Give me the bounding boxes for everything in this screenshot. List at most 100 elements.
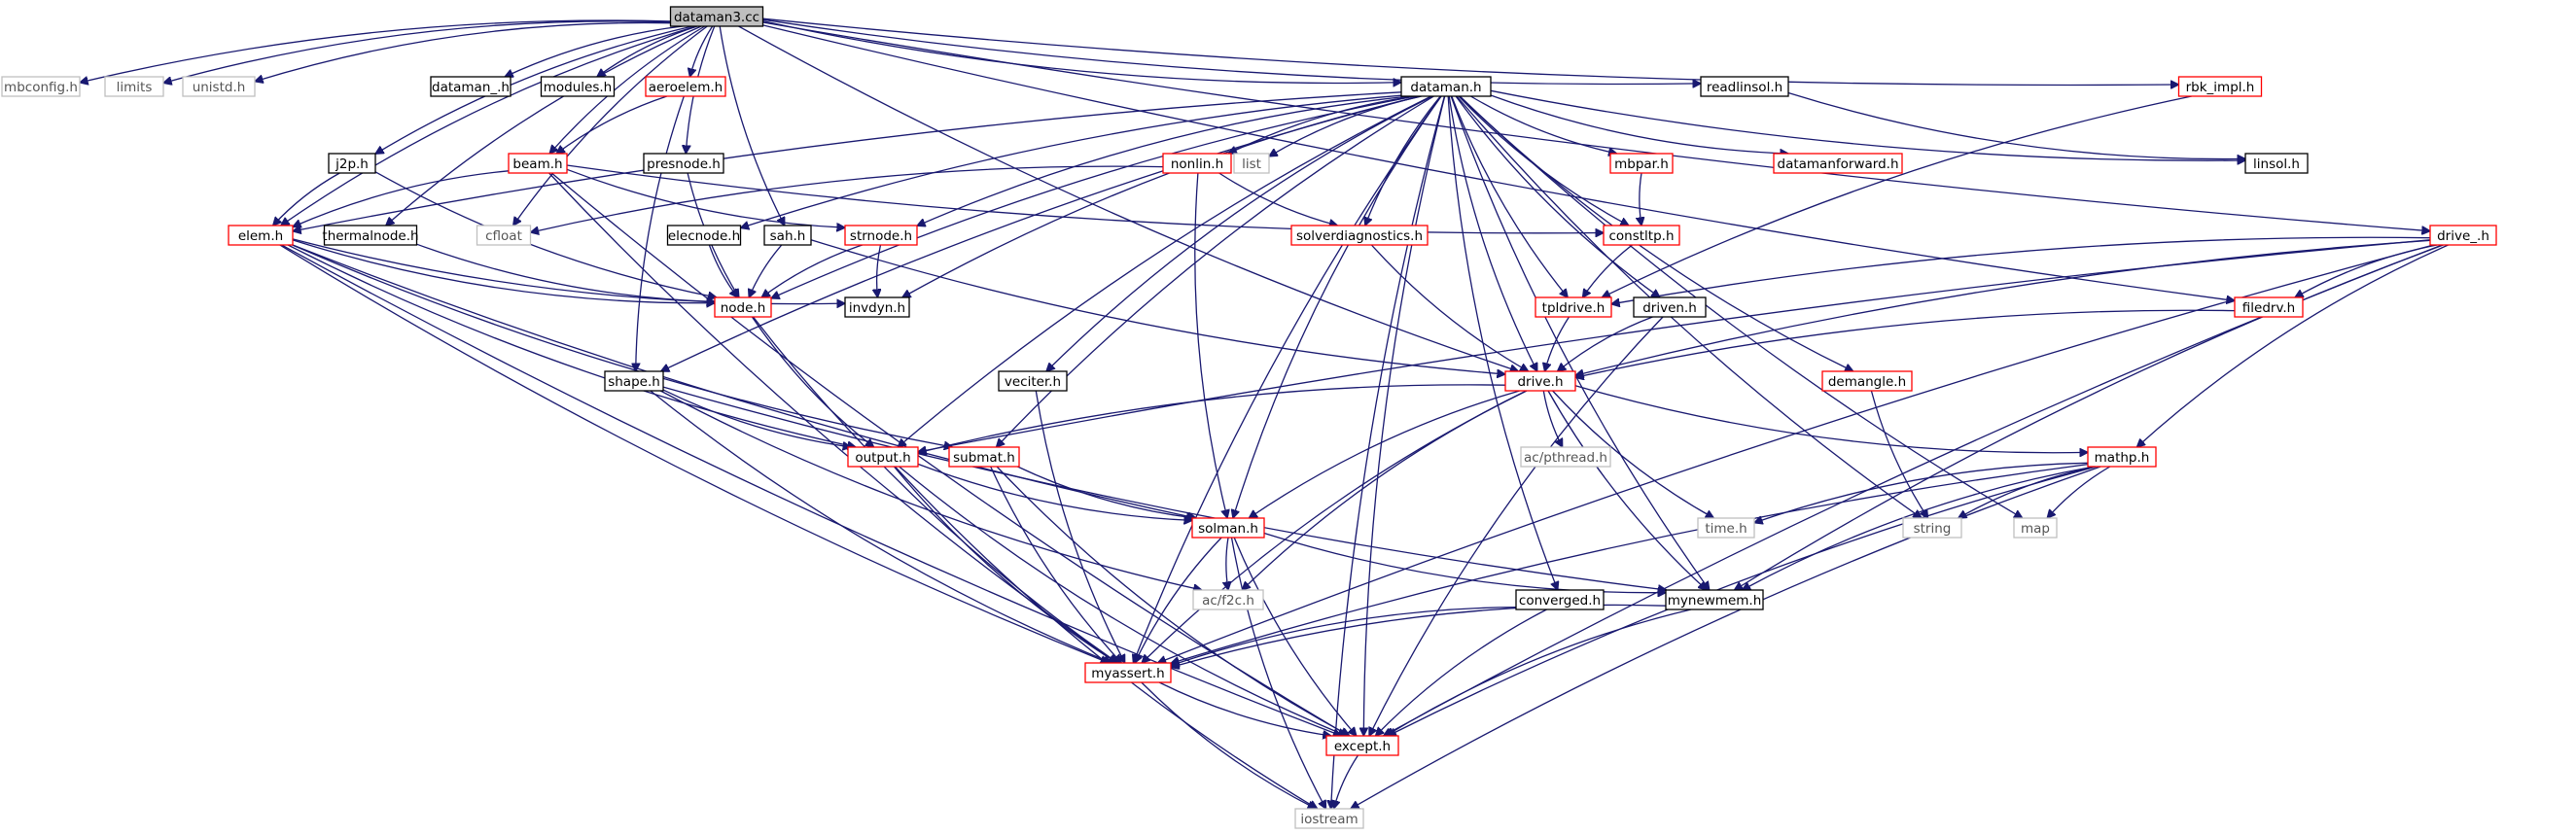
node-label: cfloat	[485, 228, 522, 244]
node-label: iostream	[1300, 812, 1358, 827]
node-box	[1773, 153, 1903, 174]
node-label: dataman3.cc	[674, 10, 759, 25]
edge-dataman3_cc-to-filedrv_h	[762, 24, 2236, 301]
node-label: thermalnode.h	[322, 228, 418, 244]
edge-elem_h-to-myassert_h	[279, 244, 1109, 663]
node-output-h[interactable]: output.h	[847, 446, 919, 468]
node-datamanforward-h[interactable]: datamanforward.h	[1773, 153, 1903, 174]
node-box	[1902, 517, 1962, 539]
node-label: shape.h	[608, 374, 660, 390]
edge-dataman_h-to-myassert_h	[1133, 95, 1442, 663]
edge-strnode_h-to-node_h	[761, 244, 864, 297]
edge-nonlin_h-to-cfloat	[531, 165, 1164, 232]
edge-dataman3_cc-to-elem_h	[281, 25, 697, 226]
node-driven-h: driven.h	[1633, 296, 1707, 318]
node-box	[1665, 589, 1764, 610]
edge-drive__h-to-output_h	[918, 239, 2431, 452]
edge-dataman_h-to-datamanforward_h	[1490, 94, 1788, 154]
edge-drive_h-to-solman_h	[1249, 390, 1520, 518]
node-string: string	[1902, 517, 1962, 539]
node-label: converged.h	[1519, 593, 1601, 609]
node-tpldrive-h[interactable]: tpldrive.h	[1535, 296, 1612, 318]
node-label: ac/pthread.h	[1524, 450, 1607, 466]
node-elem-h[interactable]: elem.h	[228, 225, 294, 246]
node-dataman3-cc[interactable]: dataman3.cc	[669, 6, 764, 27]
edge-driven_h-to-except_h	[1369, 316, 1664, 736]
node-submat-h[interactable]: submat.h	[948, 446, 1020, 468]
edge-aeroelem_h-to-beam_h	[556, 95, 668, 154]
edge-drive_h-to-mathp_h	[1574, 385, 2088, 453]
edge-shape_h-to-ac_f2c_h	[659, 390, 1202, 590]
node-box	[2244, 153, 2309, 174]
node-map: map	[2013, 517, 2058, 539]
edge-shape_h-to-myassert_h	[650, 390, 1112, 663]
node-box	[645, 76, 726, 97]
edge-node_h-to-myassert_h	[752, 316, 1118, 663]
node-sah-h: sah.h	[763, 225, 812, 246]
node-label: datamanforward.h	[1778, 157, 1899, 172]
node-box	[1192, 589, 1264, 610]
edge-mathp_h-to-mynewmem_h	[1743, 466, 2095, 590]
node-box	[1325, 735, 1399, 756]
node-box	[430, 76, 512, 97]
edge-drive__h-to-mathp_h	[2136, 244, 2449, 447]
edge-drive_h-to-time_h	[1552, 390, 1714, 518]
node-rbk-impl-h[interactable]: rbk_impl.h	[2177, 76, 2263, 97]
node-mathp-h[interactable]: mathp.h	[2087, 446, 2157, 468]
edge-drive_h-to-myassert_h	[1142, 390, 1528, 663]
node-label: submat.h	[953, 450, 1015, 466]
node-limits: limits	[104, 76, 164, 97]
node-box	[228, 225, 294, 246]
node-label: mbpar.h	[1614, 157, 1669, 172]
edge-dataman_h-to-iostream	[1331, 95, 1446, 809]
node-aeroelem-h[interactable]: aeroelem.h	[645, 76, 726, 97]
node-label: node.h	[721, 300, 766, 316]
node-except-h[interactable]: except.h	[1325, 735, 1399, 756]
node-constltp-h[interactable]: constltp.h	[1603, 225, 1680, 246]
edge-dataman_h-to-veciter_h	[1046, 95, 1433, 371]
edge-dataman_h-to-strnode_h	[917, 95, 1410, 226]
edge-drive_h-to-mynewmem_h	[1547, 390, 1707, 590]
edge-solman_h-to-ac_f2c_h	[1226, 537, 1228, 590]
edge-converged_h-to-myassert_h	[1171, 606, 1517, 666]
edge-dataman_h-to-shape_h	[661, 95, 1420, 371]
edge-dataman3_cc-to-rbk_impl_h	[762, 17, 2179, 85]
node-label: map	[2021, 521, 2050, 537]
edge-mbpar_h-to-constltp_h	[1640, 172, 1641, 226]
edge-dataman3_cc-to-limits	[163, 20, 671, 84]
node-label: string	[1914, 521, 1952, 537]
node-beam-h[interactable]: beam.h	[508, 153, 568, 174]
edge-dataman_h-to-constltp_h	[1458, 95, 1629, 226]
node-demangle-h[interactable]: demangle.h	[1821, 370, 1913, 392]
edge-j2p_h-to-node_h	[374, 171, 717, 297]
edge-dataman_h-to-solman_h	[1233, 95, 1442, 518]
node-box	[2013, 517, 2058, 539]
edge-thermalnode_h-to-node_h	[416, 243, 716, 301]
node-label: mynewmem.h	[1668, 593, 1762, 609]
edge-constltp_h-to-tpldrive_h	[1583, 244, 1633, 297]
edge-dataman_h-to-mynewmem_h	[1450, 95, 1710, 590]
edge-dataman3_cc-to-drive_h	[738, 25, 1519, 371]
node-box	[847, 446, 919, 468]
edge-driven_h-to-drive_h	[1558, 316, 1653, 371]
node-solman-h[interactable]: solman.h	[1191, 517, 1265, 539]
node-label: list	[1242, 157, 1261, 172]
node-myassert-h[interactable]: myassert.h	[1084, 662, 1172, 683]
node-box	[104, 76, 164, 97]
node-nonlin-h[interactable]: nonlin.h	[1162, 153, 1232, 174]
edge-myassert_h-to-except_h	[1158, 681, 1331, 736]
node-box	[666, 225, 742, 246]
node-strnode-h[interactable]: strnode.h	[844, 225, 918, 246]
node-drive--h[interactable]: drive_.h	[2429, 225, 2497, 246]
node-mbpar-h[interactable]: mbpar.h	[1609, 153, 1674, 174]
edge-dataman3_cc-to-drive__h	[762, 21, 2431, 231]
node-label: elem.h	[238, 228, 283, 244]
node-node-h[interactable]: node.h	[714, 296, 772, 318]
node-filedrv-h[interactable]: filedrv.h	[2234, 296, 2304, 318]
edge-submat_h-to-except_h	[996, 466, 1350, 736]
edge-veciter_h-to-myassert_h	[1035, 390, 1124, 663]
node-drive-h[interactable]: drive.h	[1504, 370, 1576, 392]
node-solverdiagnostics-h[interactable]: solverdiagnostics.h	[1290, 225, 1429, 246]
node-box	[2234, 296, 2304, 318]
edge-output_h-to-solman_h	[917, 463, 1192, 520]
